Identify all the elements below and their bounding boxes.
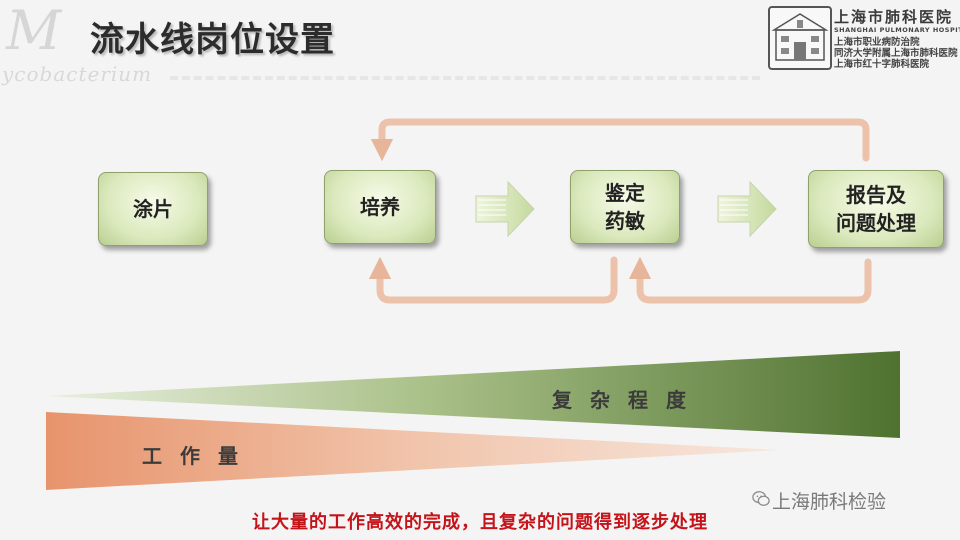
footer-caption: 让大量的工作高效的完成，且复杂的问题得到逐步处理 xyxy=(252,512,708,533)
watermark-letter: M xyxy=(6,0,62,62)
hospital-building-icon xyxy=(771,13,829,61)
complexity-label: 复杂程度 xyxy=(552,388,704,412)
wechat-account-name: 上海肺科检验 xyxy=(772,491,887,513)
feedback-loop-top xyxy=(370,118,870,162)
feedback-loop-bottom-left xyxy=(368,256,618,304)
forward-arrow-2 xyxy=(717,180,777,238)
forward-arrow-1 xyxy=(475,180,535,238)
step-identification: 鉴定 药敏 xyxy=(570,170,680,244)
title-divider xyxy=(170,76,760,80)
step-culture: 培养 xyxy=(324,170,436,244)
step-smear-label: 涂片 xyxy=(133,197,173,221)
step-report-label: 报告及 问题处理 xyxy=(836,183,916,235)
hospital-logo xyxy=(768,6,832,70)
workload-label: 工作量 xyxy=(142,444,256,468)
step-smear: 涂片 xyxy=(98,172,208,246)
step-report: 报告及 问题处理 xyxy=(808,170,944,248)
step-identification-label: 鉴定 药敏 xyxy=(605,181,645,233)
page-title: 流水线岗位设置 xyxy=(90,20,335,60)
hospital-affiliation-1: 上海市职业病防治院 xyxy=(834,37,920,48)
complexity-wedge xyxy=(46,351,900,438)
wechat-icon xyxy=(752,491,770,506)
hospital-english-name: SHANGHAI PULMONARY HOSPITAL xyxy=(834,26,960,34)
hospital-name: 上海市肺科医院 xyxy=(834,8,954,26)
hospital-affiliation-2: 同济大学附属上海市肺科医院 xyxy=(834,48,958,59)
watermark-word: ycobacterium xyxy=(2,62,153,86)
hospital-affiliation-3: 上海市红十字肺科医院 xyxy=(834,59,930,70)
feedback-loop-bottom-right xyxy=(628,256,872,304)
workload-wedge xyxy=(46,412,780,490)
step-culture-label: 培养 xyxy=(360,195,400,219)
